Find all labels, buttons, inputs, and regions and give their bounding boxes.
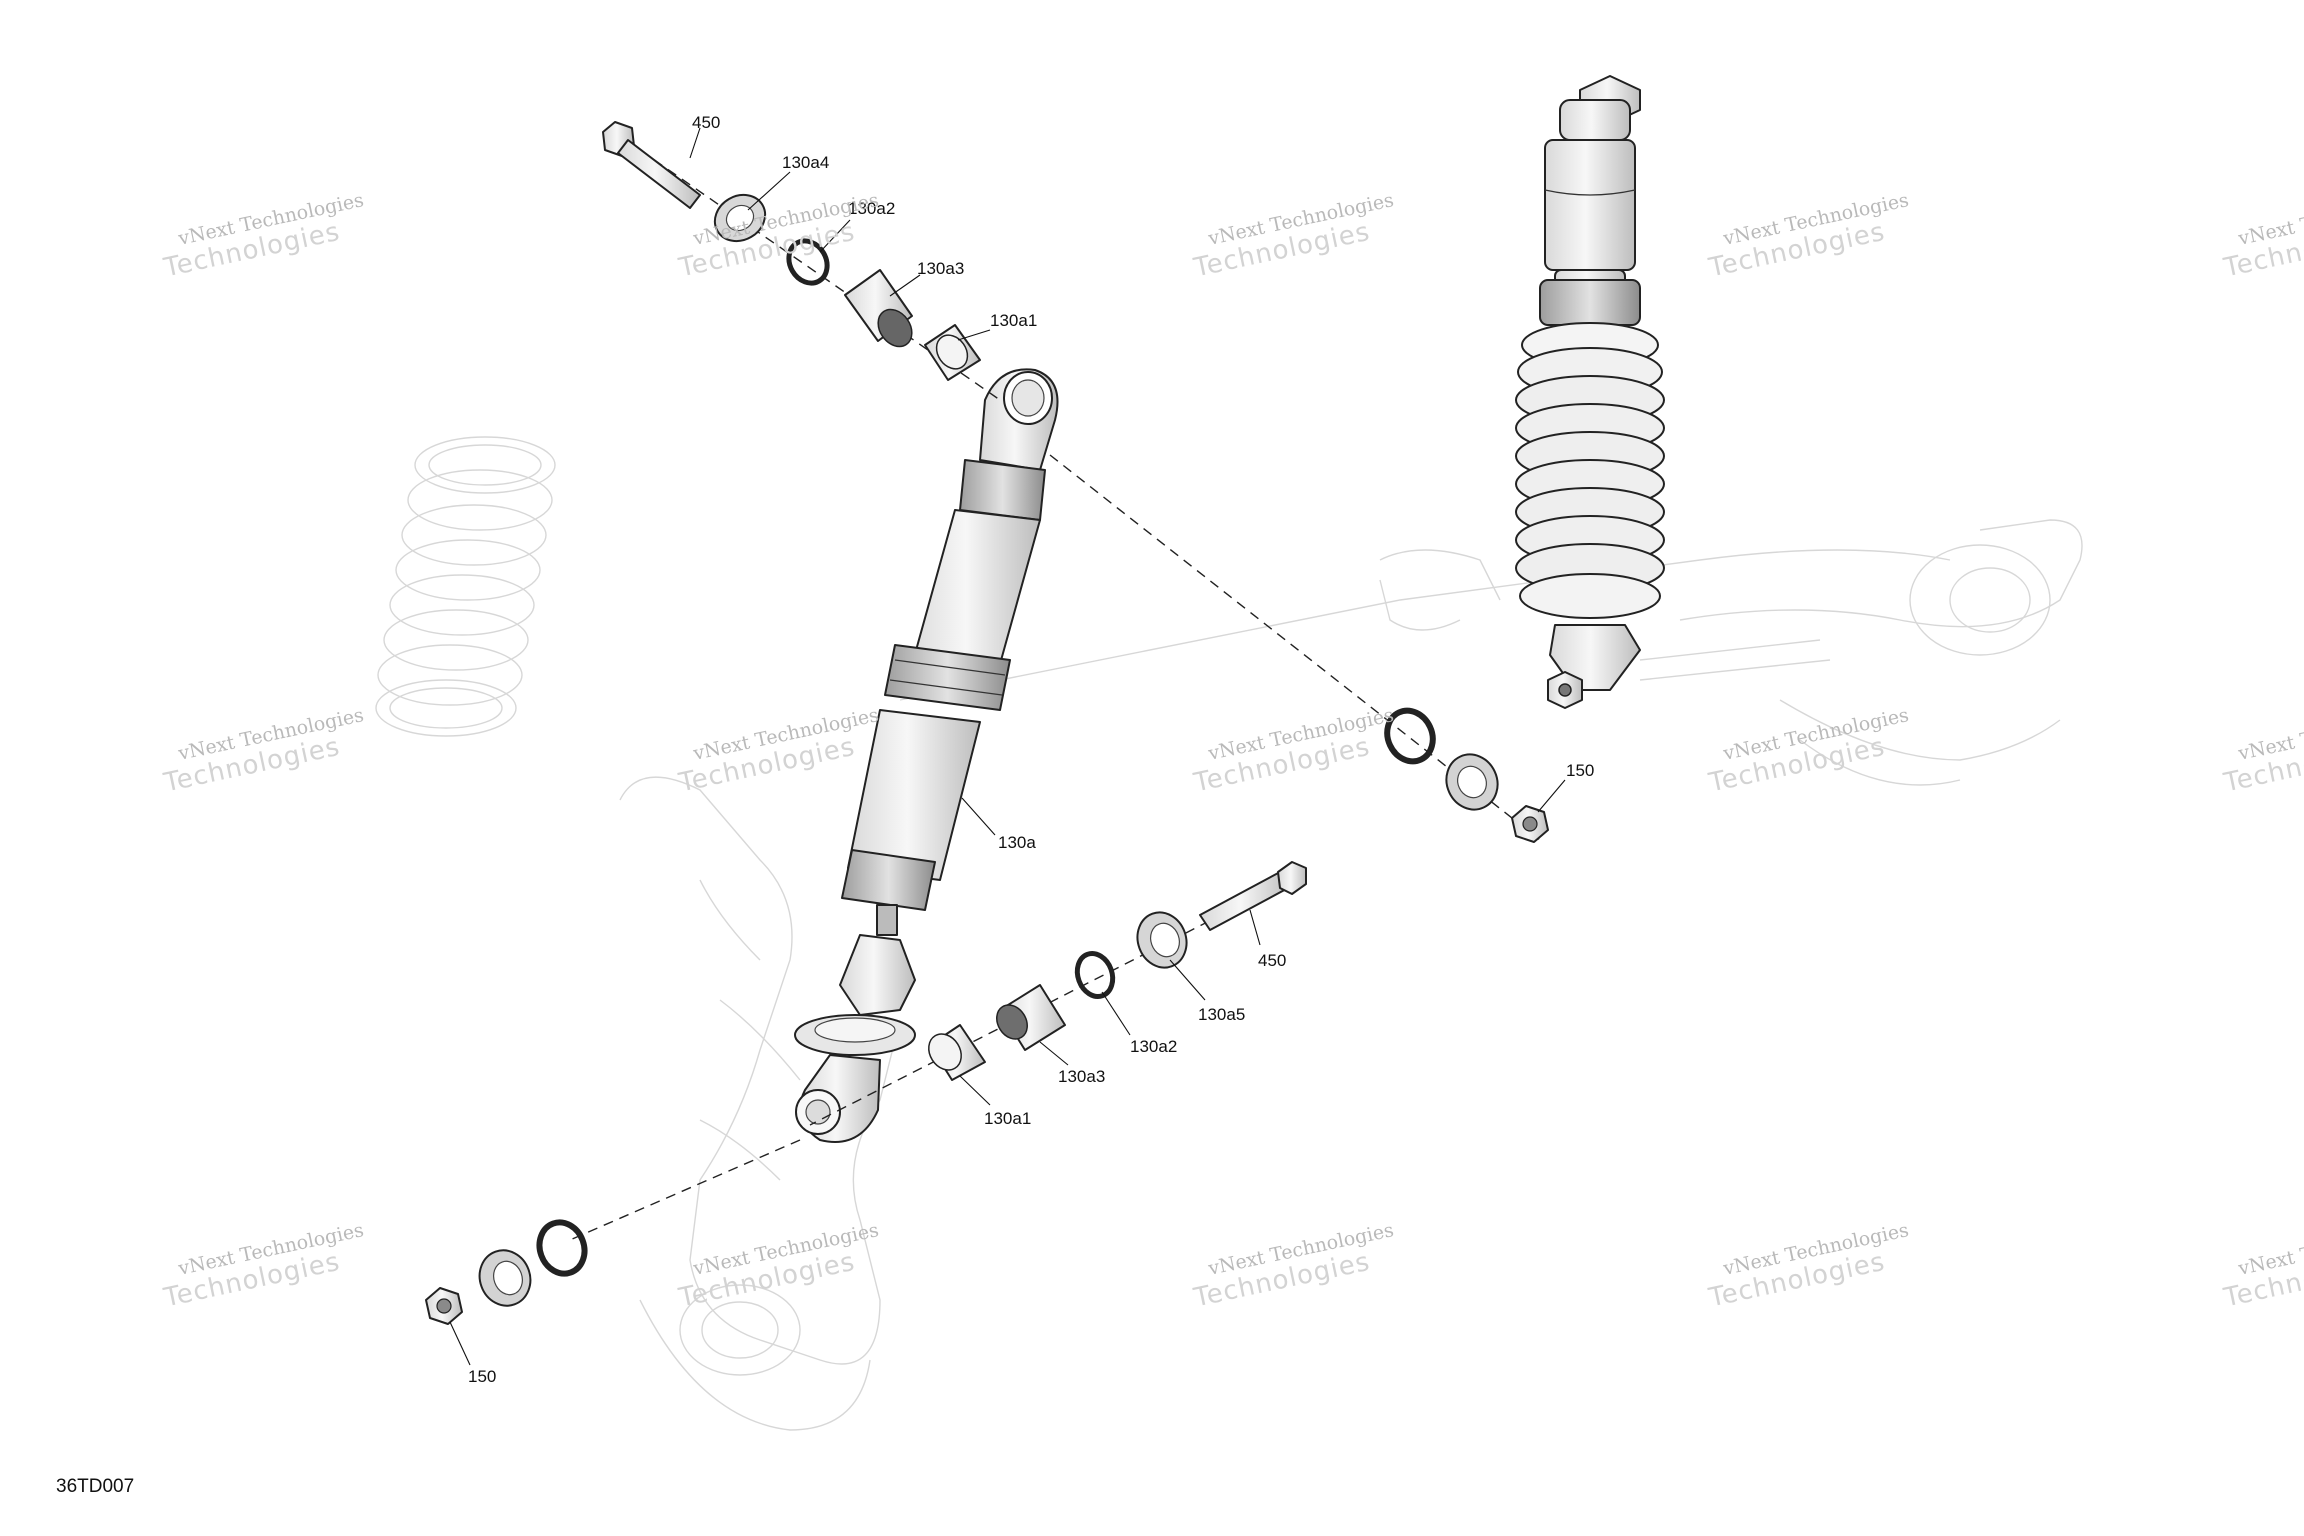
washer-bottom-left [478,1249,532,1307]
washer-right [1445,753,1499,811]
callout-130a2-top: 130a2 [848,199,895,218]
bushing-130a1-bottom [928,1024,986,1081]
assembled-shock-absorber [1515,75,1665,709]
bolt-450-top [602,121,701,209]
shock-absorber-body [794,368,1059,1143]
washer-130a5-bottom [1136,911,1188,969]
ring-130a2-top [786,238,830,286]
drawing-id: 36TD007 [56,1476,134,1497]
callout-130a1-top: 130a1 [990,311,1037,330]
callout-450-top: 450 [692,113,720,132]
callout-130a3-top: 130a3 [917,259,964,278]
callout-150-right: 150 [1566,761,1594,780]
bolt-450-bottom [1199,861,1307,931]
coil-spring-ghost [375,436,556,737]
callout-labels: 450 130a4 130a2 130a3 130a1 130a 150 450… [468,113,1594,1386]
explosion-axes [569,149,1541,1241]
sleeve-130a3-top [844,269,913,348]
callout-130a: 130a [998,833,1036,852]
callout-130a4: 130a4 [782,153,829,172]
ring-130a2-bottom [1074,951,1116,999]
callout-450-bottom: 450 [1258,951,1286,970]
nut-150-left [425,1287,463,1325]
callout-130a2-bottom: 130a2 [1130,1037,1177,1056]
leader-lines [449,127,1566,1366]
ring-bottom-left [536,1219,588,1277]
bushing-130a1-top [924,324,981,381]
callout-130a3-bottom: 130a3 [1058,1067,1105,1086]
callout-150-left: 150 [468,1367,496,1386]
callout-130a1-bottom: 130a1 [984,1109,1031,1128]
ring-right [1384,707,1436,765]
background-frame-ghost [619,519,2083,1431]
callout-130a5: 130a5 [1198,1005,1245,1024]
nut-150-right [1511,805,1549,843]
sleeve-130a3-bottom [996,984,1066,1051]
